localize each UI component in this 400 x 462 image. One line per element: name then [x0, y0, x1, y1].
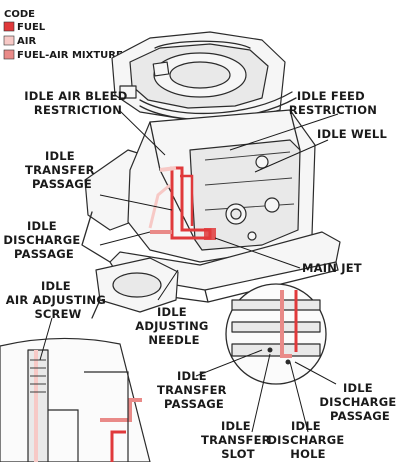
label-idle-air-bleed-restriction: IDLE AIR BLEED RESTRICTION	[24, 89, 131, 117]
legend-label-mixture: FUEL-AIR MIXTURE	[17, 50, 123, 61]
label-idle-well: IDLE WELL	[317, 127, 387, 141]
legend-swatch-fuel	[3, 21, 15, 32]
label-idle-transfer-slot: IDLE TRANSFER SLOT	[201, 419, 275, 461]
legend-swatch-air	[3, 35, 15, 46]
legend-title: CODE	[4, 9, 35, 20]
label-idle-discharge-passage-detail: IDLE DISCHARGE PASSAGE	[319, 381, 400, 423]
label-idle-discharge-passage: IDLE DISCHARGE PASSAGE	[3, 219, 84, 261]
labels: IDLE AIR BLEED RESTRICTION IDLE FEED RES…	[3, 89, 400, 461]
legend-label-air: AIR	[17, 36, 36, 47]
label-idle-transfer-passage-detail: IDLE TRANSFER PASSAGE	[157, 369, 231, 411]
legend-label-fuel: FUEL	[17, 22, 46, 33]
label-idle-adjusting-needle: IDLE ADJUSTING NEEDLE	[135, 305, 213, 347]
leader-lines	[39, 110, 339, 433]
detail-inset-left	[0, 337, 151, 462]
label-idle-feed-restriction: IDLE FEED RESTRICTION	[289, 89, 377, 117]
label-idle-discharge-hole: IDLE DISCHARGE HOLE	[267, 419, 348, 461]
label-main-jet: MAIN JET	[302, 261, 362, 275]
label-idle-transfer-passage: IDLE TRANSFER PASSAGE	[25, 149, 99, 191]
detail-circle-right	[225, 283, 327, 385]
label-idle-air-adjusting-screw: IDLE AIR ADJUSTING SCREW	[6, 279, 110, 321]
legend-swatch-mixture	[3, 49, 15, 60]
carburetor-illustration	[81, 31, 341, 319]
legend: CODE FUEL AIR FUEL-AIR MIXTURE	[3, 9, 123, 61]
